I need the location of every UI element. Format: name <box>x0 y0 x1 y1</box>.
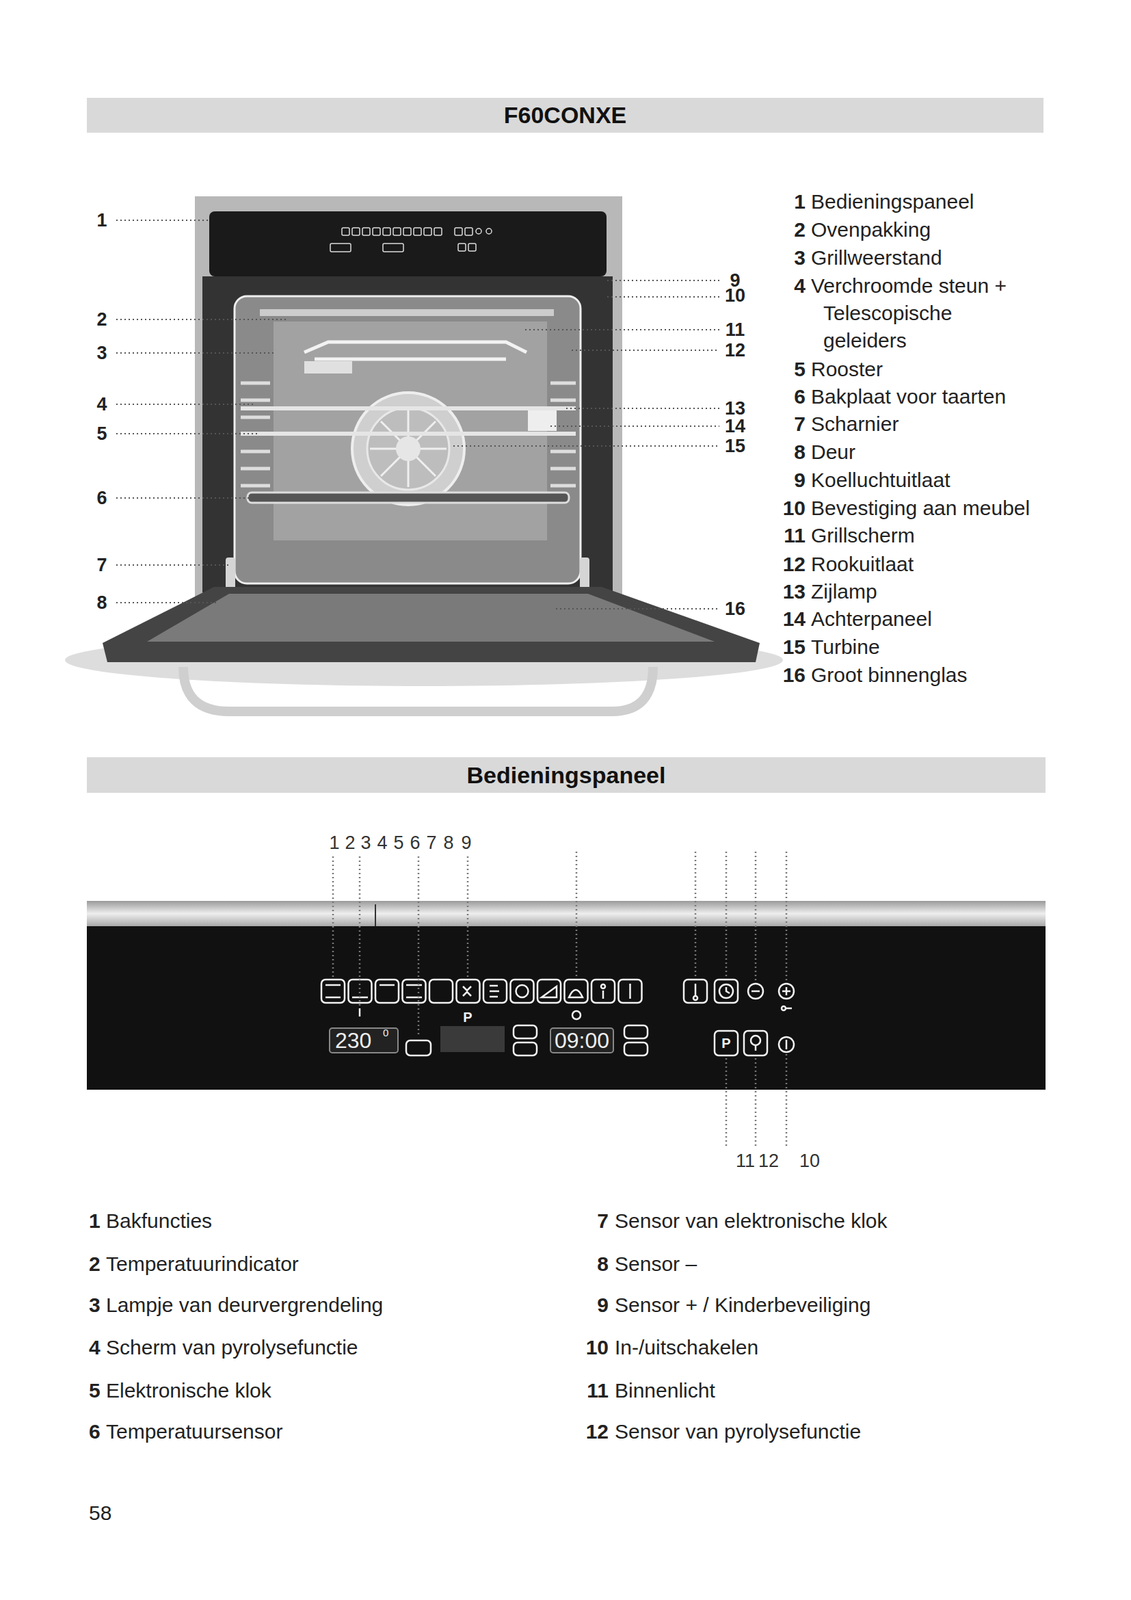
part-name: Groot binnenglas <box>810 661 968 689</box>
legend-number: 7 <box>596 1208 609 1233</box>
legend-number: 1 <box>793 188 806 216</box>
legend-number: 16 <box>782 661 806 689</box>
part-name: Ovenpakking <box>810 216 931 244</box>
part-name: Rookuitlaat <box>810 550 914 578</box>
button-symbol: P <box>721 1034 731 1051</box>
control-name: Sensor van pyrolysefunctie <box>614 1418 861 1444</box>
legend-number: 10 <box>586 1334 609 1360</box>
legend-number: 12 <box>782 550 806 578</box>
callout-number: 1 <box>328 831 340 854</box>
control-name: Scherm van pyrolysefunctie <box>105 1334 359 1360</box>
legend-number: 9 <box>793 466 806 494</box>
callout-number: 5 <box>96 422 107 445</box>
callout-number: 11 <box>725 318 746 341</box>
display-readout: 09:00 <box>554 1027 610 1054</box>
section-band: F60CONXE <box>86 97 1044 133</box>
part-name: Scharnier <box>810 410 899 438</box>
legend-number: 2 <box>88 1251 101 1276</box>
legend-number: 2 <box>793 216 806 244</box>
control-name: Temperatuurindicator <box>105 1251 299 1276</box>
control-name: Elektronische klok <box>105 1377 272 1403</box>
callout-number: 10 <box>724 284 746 307</box>
callout-number: 9 <box>460 831 472 854</box>
callout-number: 5 <box>393 831 404 854</box>
callout-number: 10 <box>799 1149 820 1172</box>
legend-number: 13 <box>782 577 806 606</box>
legend-number: 11 <box>586 1377 609 1403</box>
callout-number: 2 <box>96 308 107 331</box>
legend-number: 11 <box>783 521 806 550</box>
part-name: Achterpaneel <box>810 605 933 633</box>
callout-number: 6 <box>409 831 420 854</box>
part-name: Verchroomde steun + Telescopische geleid… <box>810 272 1008 355</box>
control-name: Sensor – <box>614 1251 697 1276</box>
display-unit: 0 <box>382 1026 389 1039</box>
legend-number: 5 <box>88 1377 101 1403</box>
page-number: 58 <box>88 1500 112 1525</box>
legend-number: 14 <box>782 605 806 633</box>
legend-number: 3 <box>88 1292 101 1317</box>
control-name: Bakfuncties <box>105 1208 212 1233</box>
part-name: Turbine <box>810 633 881 661</box>
callout-number: 11 <box>735 1149 755 1172</box>
control-name: In-/uitschakelen <box>614 1334 759 1360</box>
section-title: F60CONXE <box>503 101 628 129</box>
legend-number: 8 <box>793 438 806 466</box>
legend-number: 6 <box>793 382 806 411</box>
part-name: Bevestiging aan meubel <box>810 494 1030 522</box>
control-name: Temperatuursensor <box>105 1418 283 1444</box>
section-band: Bedieningspaneel <box>86 756 1046 793</box>
control-name: Lampje van deurvergrendeling <box>105 1292 383 1317</box>
control-name: Sensor van elektronische klok <box>614 1208 888 1233</box>
callout-number: 2 <box>344 831 355 854</box>
callout-number: 8 <box>443 831 454 854</box>
legend-number: 5 <box>793 355 806 383</box>
legend-number: 6 <box>88 1418 101 1444</box>
legend-number: 15 <box>782 633 806 661</box>
legend-number: 9 <box>596 1292 609 1317</box>
part-name: Bakplaat voor taarten <box>810 382 1006 411</box>
display-readout: 230 <box>335 1027 372 1054</box>
callout-number: 3 <box>360 831 371 854</box>
part-name: Deur <box>810 438 856 466</box>
legend-number: 4 <box>88 1334 101 1360</box>
part-name: Zijlamp <box>810 577 878 606</box>
callout-number: 7 <box>96 553 107 576</box>
callout-number: 4 <box>376 831 388 854</box>
callout-number: 6 <box>96 486 107 509</box>
callout-number: 12 <box>724 339 746 362</box>
callout-number: 1 <box>96 209 107 232</box>
part-name: Grillweerstand <box>810 244 943 272</box>
callout-number: 15 <box>724 434 746 457</box>
part-name: Grillscherm <box>810 521 915 550</box>
legend-number: 4 <box>793 272 806 300</box>
callout-number: 14 <box>724 415 746 437</box>
legend-number: 3 <box>793 244 806 272</box>
button-symbol: P <box>462 1008 472 1026</box>
callout-number: 12 <box>758 1149 779 1172</box>
legend-number: 8 <box>596 1251 609 1276</box>
callout-number: 16 <box>724 597 746 620</box>
legend-number: 7 <box>793 410 806 438</box>
callout-number: 4 <box>96 393 107 416</box>
part-name: Rooster <box>810 355 883 383</box>
legend-number: 10 <box>782 494 806 522</box>
callout-number: 3 <box>96 341 107 364</box>
control-name: Binnenlicht <box>614 1377 716 1403</box>
legend-number: 1 <box>88 1208 101 1233</box>
part-name: Koelluchtuitlaat <box>810 466 950 494</box>
callout-number: 8 <box>96 591 107 614</box>
part-name: Bedieningspaneel <box>810 188 975 216</box>
callout-number: 7 <box>426 831 437 854</box>
section-title: Bedieningspaneel <box>467 761 667 789</box>
legend-number: 12 <box>586 1418 609 1444</box>
control-name: Sensor + / Kinderbeveiliging <box>614 1292 871 1317</box>
